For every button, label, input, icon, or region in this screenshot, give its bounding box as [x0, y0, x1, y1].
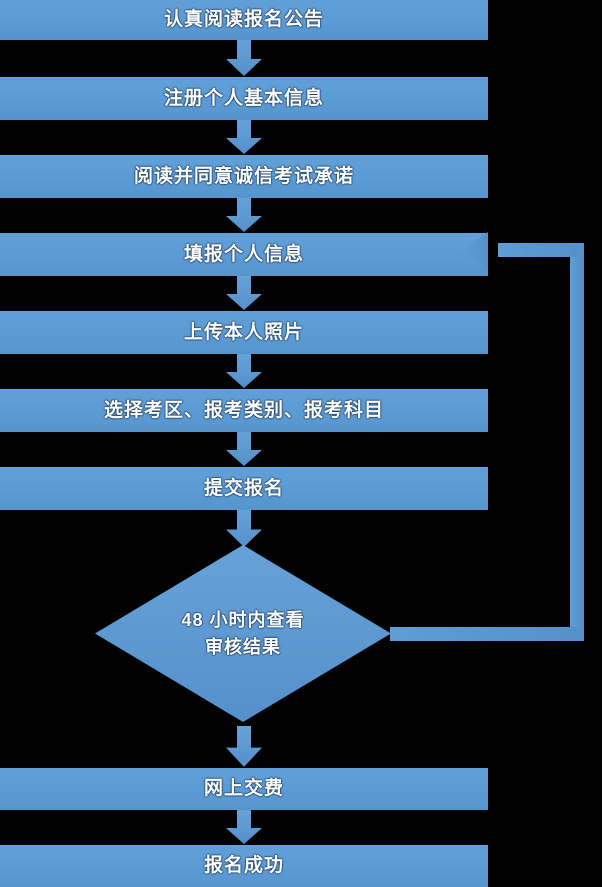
flow-node-label: 认真阅读报名公告 [163, 9, 324, 31]
flow-node-select-exam-area-category-subject[interactable]: 选择考区、报考类别、报考科目 [0, 389, 488, 432]
flow-node-registration-success[interactable]: 报名成功 [0, 845, 488, 887]
down-arrow-icon-2 [224, 120, 264, 155]
flow-node-label: 网上交费 [203, 778, 284, 800]
flow-node-submit-application[interactable]: 提交报名 [0, 467, 488, 510]
diamond-shape [95, 545, 391, 722]
flow-node-online-payment[interactable]: 网上交费 [0, 768, 488, 810]
down-arrow-icon-3 [224, 198, 264, 233]
flow-node-fill-personal-info[interactable]: 填报个人信息 [0, 233, 488, 276]
flow-node-label: 填报个人信息 [183, 243, 304, 265]
flow-node-label: 注册个人基本信息 [163, 87, 324, 109]
flow-node-label: 上传本人照片 [183, 321, 304, 343]
down-arrow-icon-9 [224, 810, 264, 845]
flow-node-agree-integrity-pledge[interactable]: 阅读并同意诚信考试承诺 [0, 155, 488, 198]
flow-node-label: 报名成功 [203, 855, 284, 877]
flow-node-register-basic-info[interactable]: 注册个人基本信息 [0, 77, 488, 120]
flow-node-label: 选择考区、报考类别、报考科目 [103, 399, 384, 421]
down-arrow-icon-1 [224, 40, 264, 77]
down-arrow-icon-4 [224, 276, 264, 311]
flow-node-label: 提交报名 [203, 477, 284, 499]
feedback-loop-arrow-icon [388, 232, 602, 648]
flow-node-label: 阅读并同意诚信考试承诺 [133, 165, 354, 187]
down-arrow-icon-7 [224, 510, 264, 548]
flow-node-read-announcement[interactable]: 认真阅读报名公告 [0, 0, 488, 40]
down-arrow-icon-5 [224, 354, 264, 389]
down-arrow-icon-8 [224, 726, 264, 768]
flow-node-upload-photo[interactable]: 上传本人照片 [0, 311, 488, 354]
flow-node-check-review-result[interactable]: 48 小时内查看 审核结果 [95, 545, 391, 722]
down-arrow-icon-6 [224, 432, 264, 467]
